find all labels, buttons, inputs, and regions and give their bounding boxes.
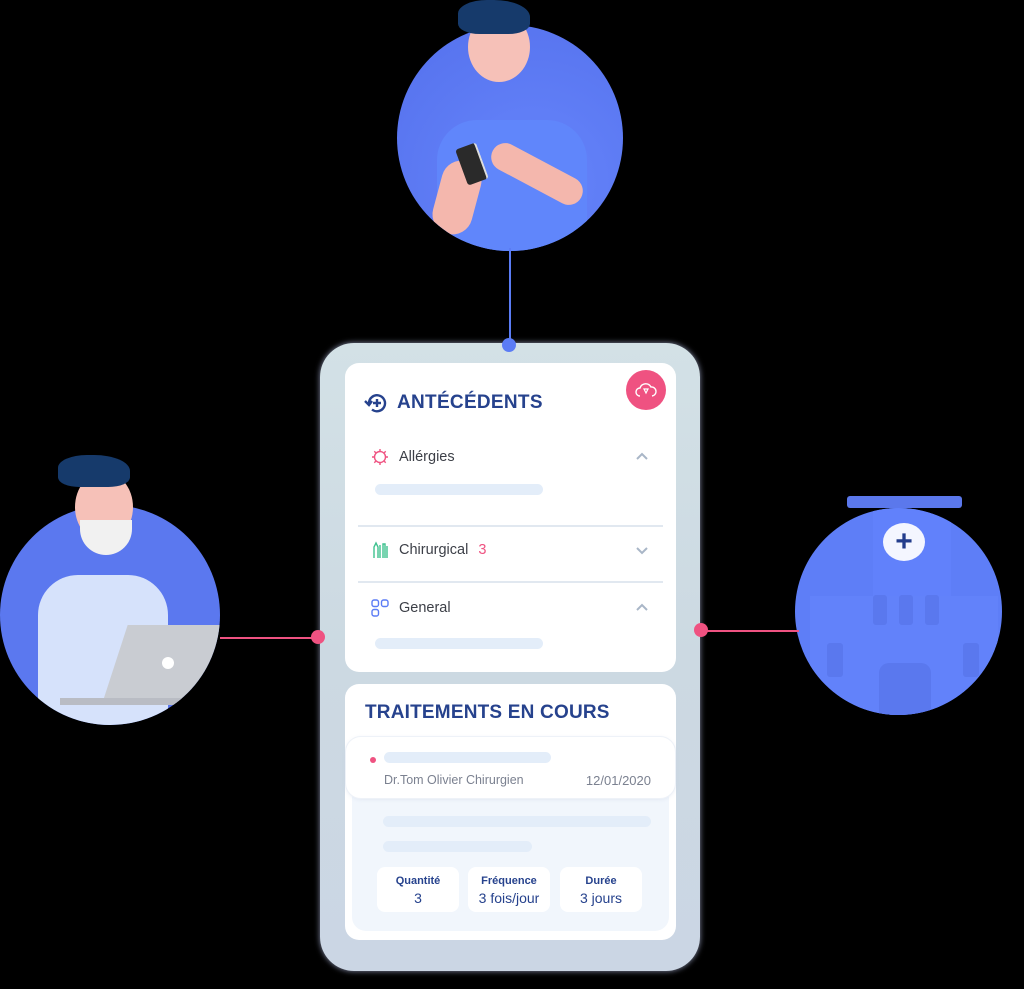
hospital-avatar: +: [795, 508, 1002, 715]
allergy-icon: [371, 448, 389, 466]
hospital-window: [899, 595, 913, 625]
doctor-hair: [58, 455, 130, 487]
stat-quantite: Quantité 3: [377, 867, 459, 912]
section-label: General: [399, 600, 451, 616]
stat-value: 3: [414, 890, 422, 906]
section-allergies[interactable]: Allérgies: [371, 447, 651, 467]
hospital-window: [827, 643, 843, 677]
divider: [358, 525, 663, 527]
medical-cross-icon: +: [883, 523, 925, 561]
chevron-up-icon[interactable]: [633, 448, 651, 466]
treatment-doctor: Dr.Tom Olivier Chirurgien: [384, 773, 524, 787]
hospital-door: [879, 663, 931, 715]
connector-dot-left: [311, 630, 325, 644]
stat-label: Quantité: [395, 875, 441, 887]
antecedents-title: ANTÉCÉDENTS: [397, 392, 543, 413]
cloud-heart-icon: [635, 383, 657, 397]
detail-placeholder: [383, 841, 532, 852]
section-general[interactable]: General: [371, 598, 651, 618]
divider: [358, 581, 663, 583]
laptop-logo: [162, 657, 174, 669]
hospital-window: [873, 595, 887, 625]
cloud-sync-button[interactable]: [626, 370, 666, 410]
laptop-base: [60, 698, 200, 705]
section-chirurgical[interactable]: Chirurgical 3: [371, 540, 651, 560]
treatment-date: 12/01/2020: [585, 773, 651, 788]
stat-label: Durée: [585, 875, 617, 887]
hospital-roof: [847, 496, 962, 508]
section-label: Chirurgical: [399, 542, 469, 558]
hospital-window: [963, 643, 979, 677]
traitements-card: TRAITEMENTS EN COURS Dr.Tom Olivier Chir…: [345, 684, 676, 940]
history-medical-icon: [363, 390, 389, 416]
hospital-window: [925, 595, 939, 625]
treatment-entry[interactable]: Dr.Tom Olivier Chirurgien 12/01/2020: [345, 736, 676, 799]
section-count-badge: 3: [478, 542, 487, 558]
surgical-tools-icon: [371, 541, 389, 559]
status-dot: [370, 757, 376, 763]
treatment-name-placeholder: [384, 752, 551, 763]
allergies-placeholder: [375, 484, 543, 495]
general-placeholder: [375, 638, 543, 649]
connector-hospital: [702, 630, 799, 632]
grid-icon: [371, 599, 389, 617]
traitements-title: TRAITEMENTS EN COURS: [365, 702, 610, 723]
section-label: Allérgies: [399, 449, 455, 465]
stat-frequence: Fréquence 3 fois/jour: [468, 867, 550, 912]
chevron-up-icon[interactable]: [633, 599, 651, 617]
chevron-down-icon[interactable]: [633, 541, 651, 559]
antecedents-card: ANTÉCÉDENTS Allérgies Chirurgical 3: [345, 363, 676, 672]
connector-doctor: [220, 637, 318, 639]
connector-dot-right: [694, 623, 708, 637]
detail-placeholder: [383, 816, 651, 827]
stat-value: 3 fois/jour: [478, 890, 540, 906]
connector-patient: [509, 248, 511, 345]
stat-duree: Durée 3 jours: [560, 867, 642, 912]
patient-hair: [458, 0, 530, 34]
connector-dot-top: [502, 338, 516, 352]
stat-value: 3 jours: [579, 890, 623, 906]
stat-label: Fréquence: [481, 875, 537, 887]
